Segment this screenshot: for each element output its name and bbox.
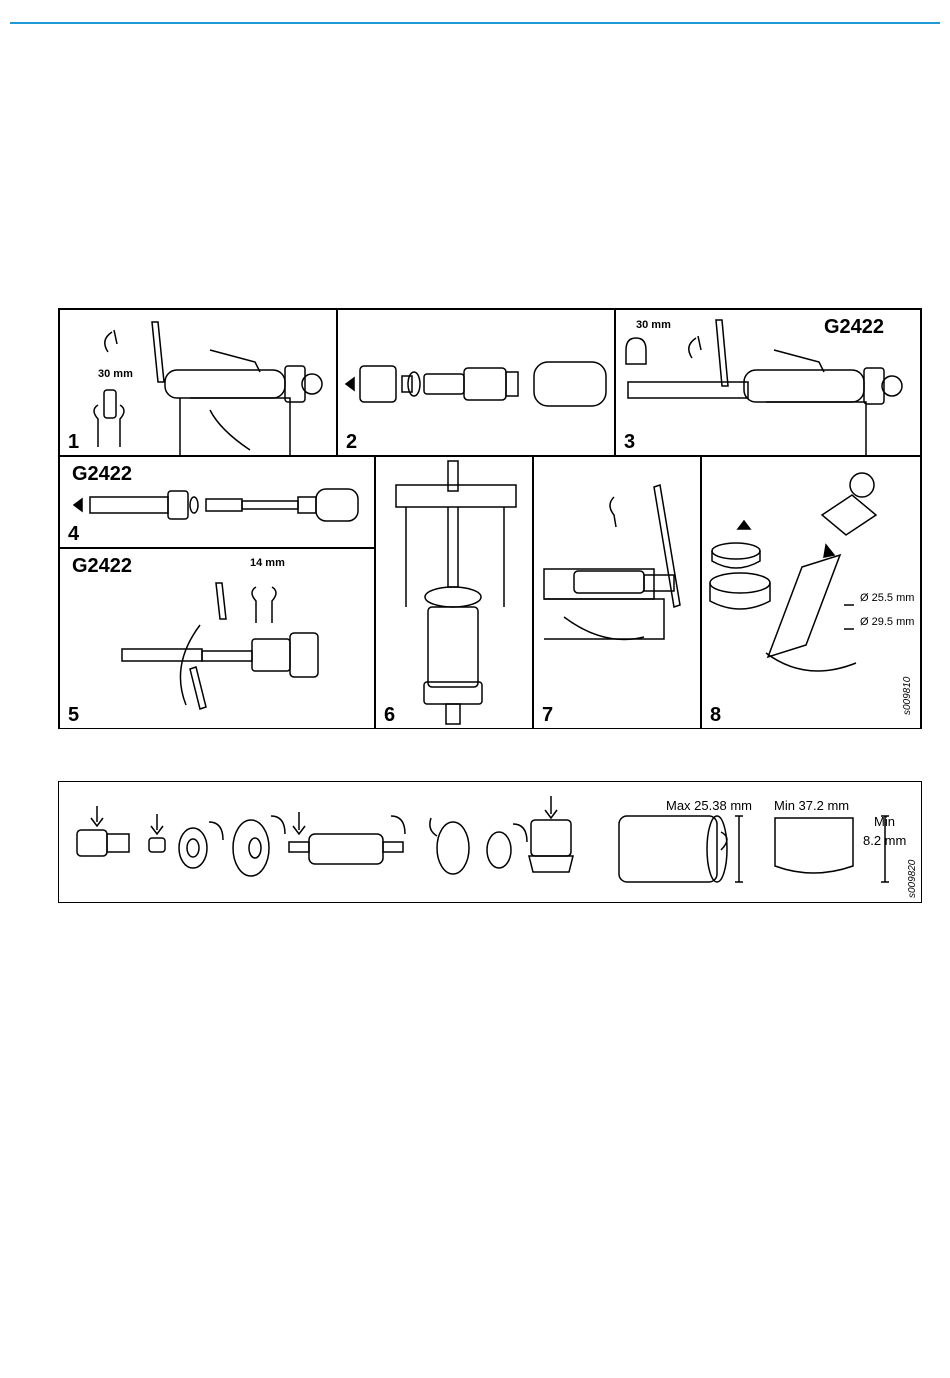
min-label: Min (874, 814, 895, 829)
wrench-size-label: 14 mm (250, 557, 285, 569)
inspection-figure: Max 25.38 mm Min 37.2 mm Min 8.2 mm s009… (58, 781, 922, 903)
outer-diameter-label: Ø 29.5 mm (860, 616, 914, 628)
grinder-vise-illustration (60, 310, 337, 456)
panel-8: Ø 25.5 mm Ø 29.5 mm s009810 8 (701, 456, 921, 729)
step-number: 4 (68, 523, 79, 545)
bearing-puller-illustration (376, 457, 533, 729)
max-diameter-label: Max 25.38 mm (666, 798, 752, 813)
min-height-label: 8.2 mm (863, 833, 906, 848)
step-number: 5 (68, 704, 79, 726)
panel-3: G2422 30 mm 3 (615, 309, 921, 456)
collet-parts-illustration (338, 310, 615, 456)
panel-5: G2422 14 mm 5 (59, 548, 375, 729)
panel-1: 30 mm 1 (59, 309, 337, 456)
panel-2: 2 (337, 309, 615, 456)
wrench-size-label: 30 mm (636, 319, 671, 331)
step-number: 6 (384, 704, 395, 726)
rotor-vise-illustration (534, 457, 701, 729)
tool-model-tag: G2422 (72, 555, 132, 577)
tool-model-tag: G2422 (72, 463, 132, 485)
step-number: 1 (68, 431, 79, 453)
figure-code: s009810 (902, 677, 913, 715)
step-number: 2 (346, 431, 357, 453)
step-number: 7 (542, 704, 553, 726)
wrench-size-label: 30 mm (98, 368, 133, 380)
panel-6: 6 (375, 456, 533, 729)
header-rule (10, 22, 940, 24)
step-number: 3 (624, 431, 635, 453)
panel-7: 7 (533, 456, 701, 729)
tool-model-tag: G2422 (824, 316, 884, 338)
inner-diameter-label: Ø 25.5 mm (860, 592, 914, 604)
figure-code: s009820 (907, 860, 918, 898)
min-length-label: Min 37.2 mm (774, 798, 849, 813)
panel-4: G2422 4 (59, 456, 375, 548)
step-number: 8 (710, 704, 721, 726)
disassembly-figure: 30 mm 1 2 (58, 308, 922, 729)
